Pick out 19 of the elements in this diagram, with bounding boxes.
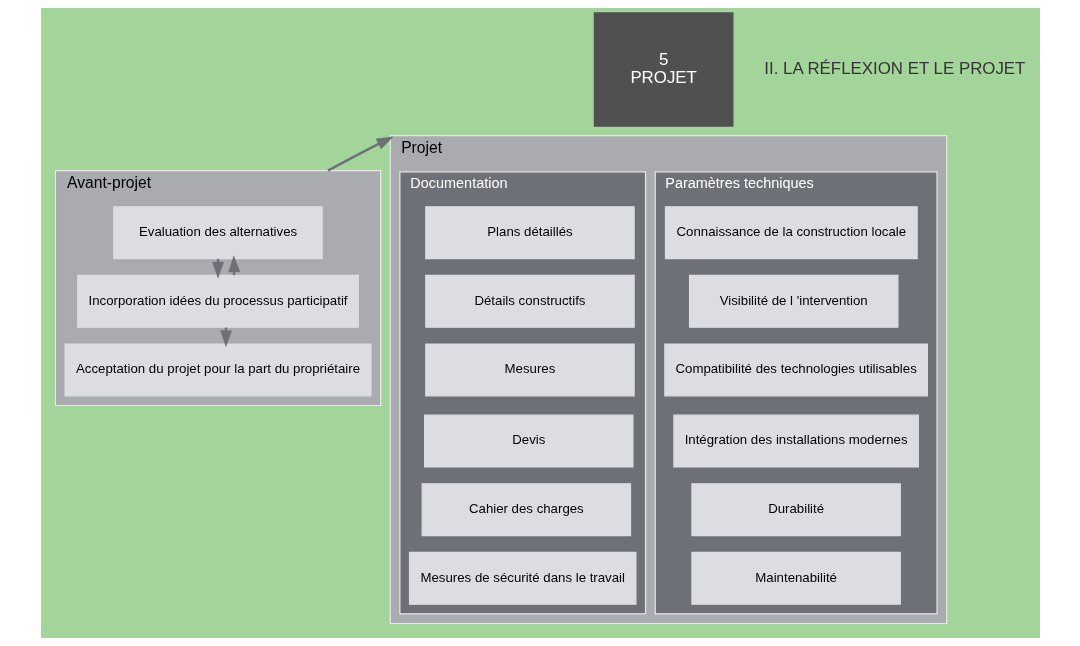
node-box: Intégration des installations modernes: [672, 414, 919, 468]
node-box: Cahier des charges: [421, 483, 631, 537]
node-box: Maintenabilité: [690, 551, 901, 605]
node-box: Incorporation idées du processus participatif: [76, 274, 359, 328]
node-box: Mesures de sécurité dans le travail: [408, 551, 637, 605]
node-box: Détails constructifs: [424, 274, 635, 328]
node-box: Compatibilité des technologies utilisables: [663, 343, 928, 397]
arrow: [326, 136, 393, 172]
arrow: [227, 255, 240, 276]
node-box: Acceptation du projet pour la part du propriétaire: [64, 343, 372, 397]
node-box: Visibilité de l 'intervention: [688, 274, 898, 328]
node-box: Plans détaillés: [424, 206, 635, 260]
node-box: Connaissance de la construction locale: [664, 206, 918, 260]
node-box: Durabilité: [690, 483, 901, 537]
node-box: Mesures: [424, 343, 635, 397]
node-box: Devis: [423, 414, 634, 468]
label: II. LA RÉFLEXION ET LE PROJET: [763, 58, 1025, 78]
node-box: 5 PROJET: [593, 12, 733, 127]
node-box: Evaluation des alternatives: [112, 206, 323, 260]
